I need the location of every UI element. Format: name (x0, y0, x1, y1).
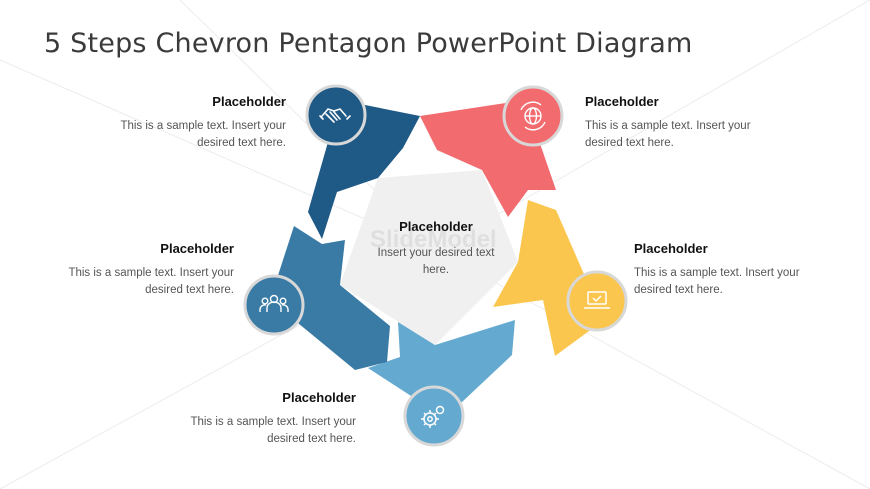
center-title: Placeholder (399, 219, 473, 234)
watermark: SlideModel (370, 226, 497, 253)
chevron-segment-5 (270, 226, 390, 370)
team-icon (259, 294, 289, 312)
laptop-icon (584, 291, 610, 309)
step-4-circle (403, 385, 465, 447)
step-4-title: Placeholder (282, 390, 356, 405)
step-1-text: This is a sample text. Insert your desir… (120, 120, 286, 149)
step-3-circle (566, 270, 628, 332)
step-2-text: This is a sample text. Insert your desir… (585, 120, 751, 149)
step-2-label: Placeholder This is a sample text. Inser… (585, 94, 825, 152)
step-4-label: Placeholder This is a sample text. Inser… (116, 390, 356, 448)
handshake-icon (319, 108, 351, 123)
gear-icon (421, 405, 445, 428)
step-4-text: This is a sample text. Insert your desir… (190, 416, 356, 445)
center-pentagon (340, 170, 518, 345)
step-5-label: Placeholder This is a sample text. Inser… (0, 241, 234, 299)
step-3-label: Placeholder This is a sample text. Inser… (634, 241, 870, 299)
step-2-title: Placeholder (585, 94, 659, 109)
step-3-title: Placeholder (634, 241, 708, 256)
step-1-label: Placeholder This is a sample text. Inser… (46, 94, 286, 152)
step-5-text: This is a sample text. Insert your desir… (68, 267, 234, 296)
step-1-title: Placeholder (212, 94, 286, 109)
step-5-title: Placeholder (160, 241, 234, 256)
page-title: 5 Steps Chevron Pentagon PowerPoint Diag… (44, 28, 693, 59)
step-3-text: This is a sample text. Insert your desir… (634, 267, 800, 296)
center-body: Insert your desired text here. (377, 247, 495, 276)
step-1-circle (305, 84, 367, 146)
chevron-segment-4 (368, 320, 515, 418)
step-2-circle (502, 85, 564, 147)
step-5-circle (243, 274, 305, 336)
globe-icon (520, 101, 546, 131)
